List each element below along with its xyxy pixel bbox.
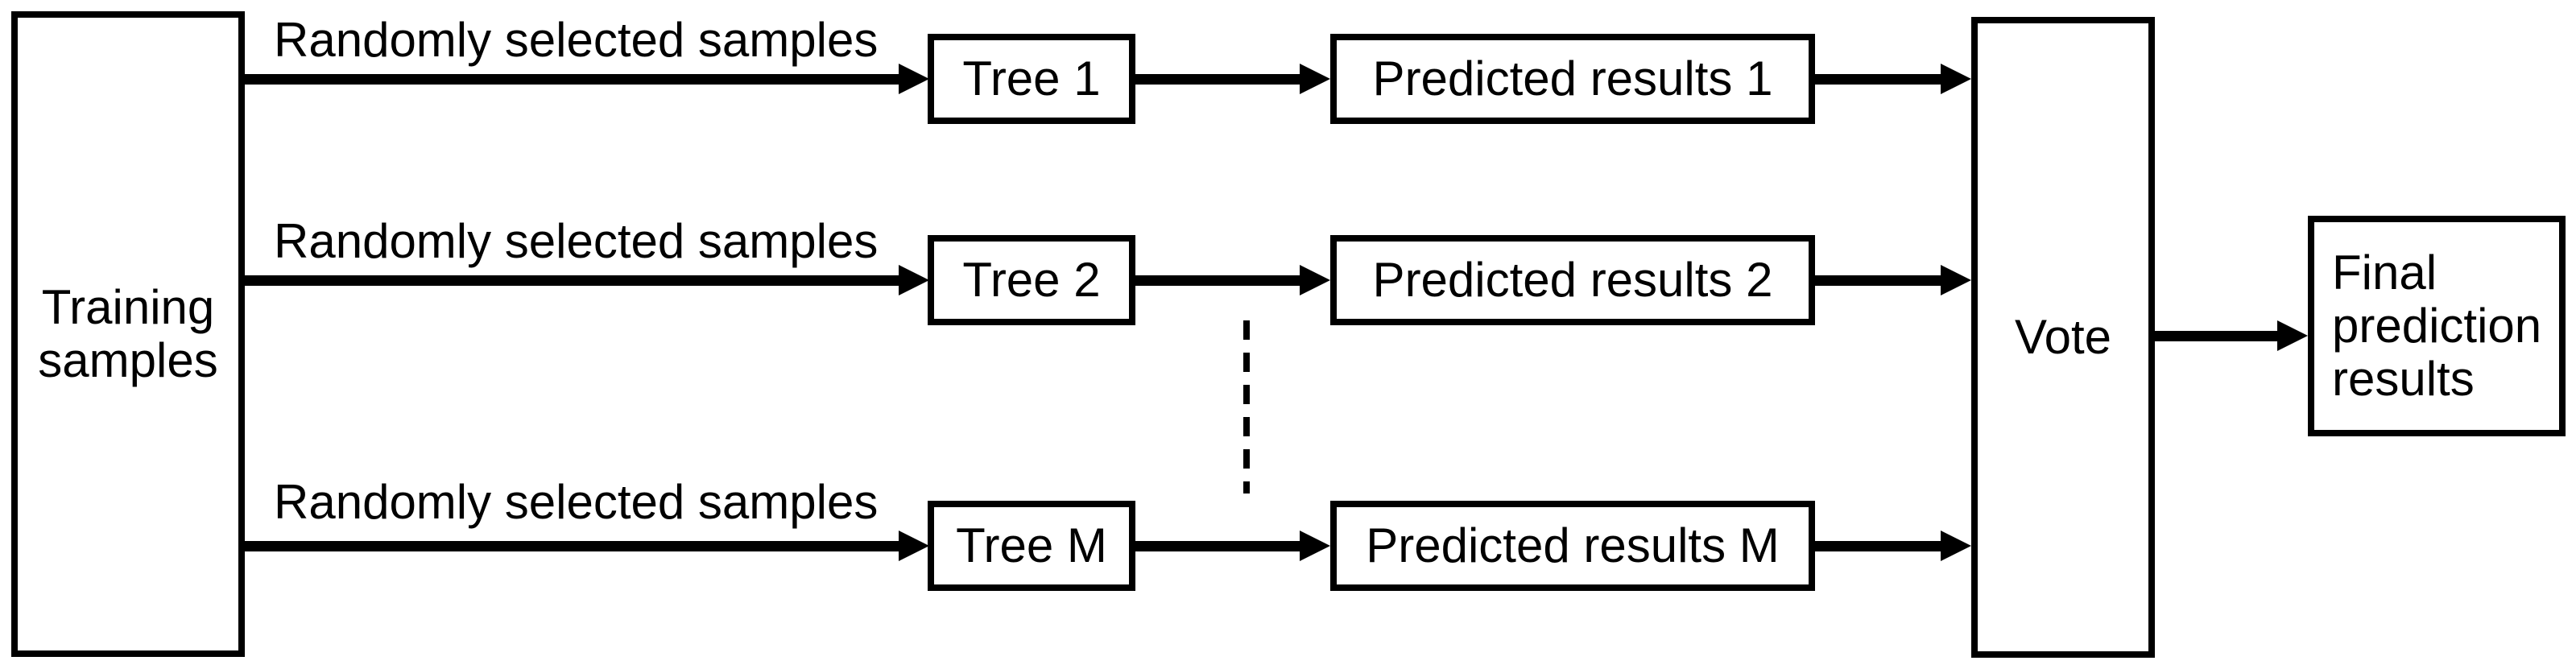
ellipsis-dashed-line (1243, 320, 1250, 493)
training-samples-label: Training samples (38, 281, 217, 387)
predicted-results-2-box: Predicted results 2 (1330, 235, 1815, 325)
arrow-shaft (242, 74, 900, 85)
randomly-selected-samples-label-3: Randomly selected samples (274, 475, 879, 529)
tree-1-box: Tree 1 (928, 34, 1135, 124)
predicted-results-m-box: Predicted results M (1330, 501, 1815, 591)
randomly-selected-samples-label-1: Randomly selected samples (274, 13, 879, 67)
arrow-shaft (1813, 74, 1942, 85)
randomly-selected-samples-label-2: Randomly selected samples (274, 214, 879, 268)
arrowhead-right-icon (1300, 265, 1330, 295)
predicted-results-1-box: Predicted results 1 (1330, 34, 1815, 124)
training-samples-line-2: samples (38, 333, 218, 387)
arrowhead-right-icon (2277, 320, 2308, 351)
arrowhead-right-icon (1941, 265, 1971, 295)
training-samples-line-1: Training (41, 280, 215, 334)
arrow-shaft (242, 275, 900, 286)
predicted-results-2-label: Predicted results 2 (1372, 253, 1773, 307)
arrowhead-right-icon (1941, 64, 1971, 94)
vote-box: Vote (1971, 17, 2155, 658)
arrowhead-right-icon (899, 265, 929, 295)
tree-m-label: Tree M (956, 518, 1107, 572)
arrowhead-right-icon (1300, 531, 1330, 561)
arrowhead-right-icon (899, 531, 929, 561)
arrow-shaft (1134, 74, 1301, 85)
arrowhead-right-icon (1941, 531, 1971, 561)
final-box-line-2: prediction (2332, 299, 2542, 353)
training-samples-box: Training samples (11, 11, 245, 657)
predicted-results-m-label: Predicted results M (1366, 518, 1780, 572)
tree-2-label: Tree 2 (962, 253, 1101, 307)
arrow-shaft (1813, 275, 1942, 286)
vote-label: Vote (2014, 310, 2112, 364)
tree-m-box: Tree M (928, 501, 1135, 591)
tree-2-box: Tree 2 (928, 235, 1135, 325)
arrow-shaft (1813, 541, 1942, 551)
arrowhead-right-icon (1300, 64, 1330, 94)
arrow-shaft (1134, 275, 1301, 286)
arrow-shaft (1134, 541, 1301, 551)
arrow-shaft (242, 541, 900, 551)
predicted-results-1-label: Predicted results 1 (1372, 52, 1773, 105)
arrow-shaft (2153, 331, 2279, 341)
final-prediction-results-box: Final prediction results (2308, 216, 2566, 436)
tree-1-label: Tree 1 (962, 52, 1101, 105)
final-box-line-1: Final (2332, 246, 2437, 299)
arrowhead-right-icon (899, 64, 929, 94)
final-box-line-3: results (2332, 352, 2475, 406)
